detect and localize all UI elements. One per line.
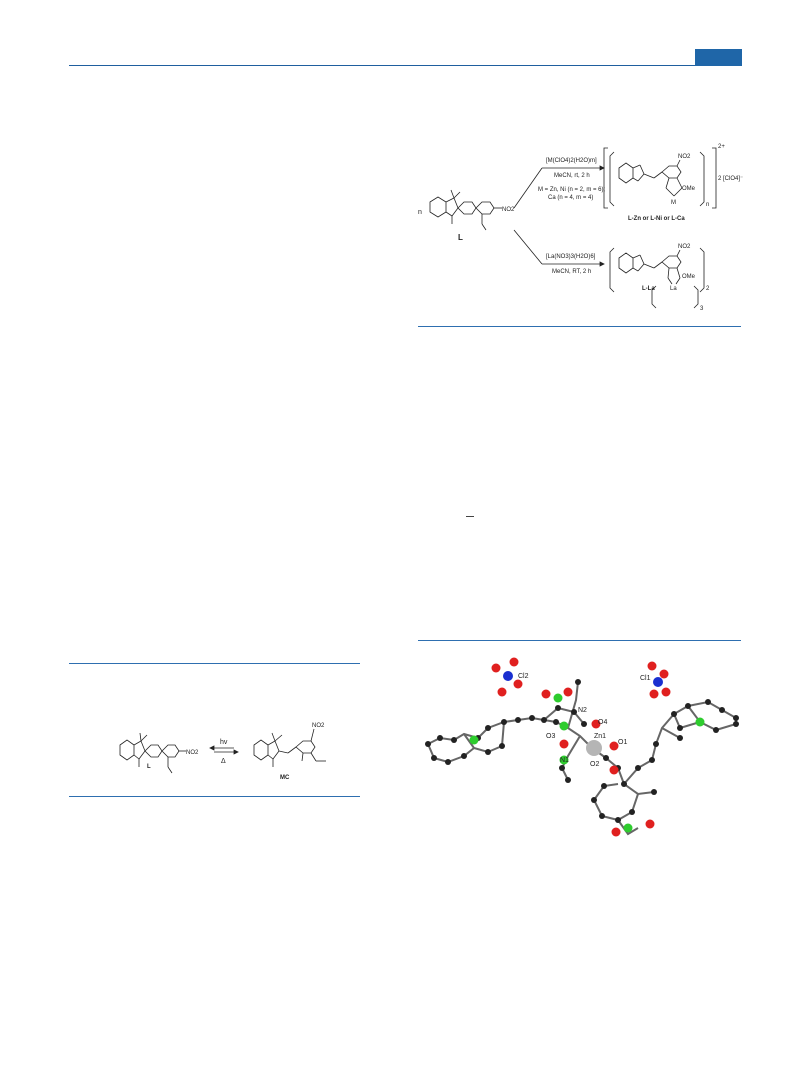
arrow1-note-2: Ca (n = 4, m = 4) — [548, 195, 593, 201]
arrow2-conditions: MeCN, RT, 2 h — [552, 269, 591, 275]
complexation-scheme: n NO2 L [M(ClO4)2(H2O)m] MeCN, rt, 2 h M… — [418, 144, 743, 312]
product1-no2: NO2 — [678, 154, 691, 160]
atom-n1: N1 — [560, 757, 569, 764]
atom-o3: O3 — [546, 733, 555, 740]
atom-o2: O2 — [590, 761, 599, 768]
label-L: L — [147, 764, 151, 770]
product1-label: L-Zn or L-Ni or L-Ca — [628, 216, 685, 222]
atom-cl1: Cl1 — [640, 675, 651, 682]
mc-no2: NO2 — [312, 723, 325, 729]
product2-no2: NO2 — [678, 244, 691, 250]
ligand-no2: NO2 — [502, 207, 515, 213]
atom-o4: O4 — [598, 719, 607, 726]
text-dash — [466, 516, 474, 517]
product2-metal: La — [670, 286, 677, 292]
ligand-label: L — [458, 233, 463, 242]
atom-o1: O1 — [618, 739, 627, 746]
arrow1-note-1: M = Zn, Ni (n = 2, m = 6); — [538, 187, 606, 193]
atom-zn1: Zn1 — [594, 733, 606, 740]
atom-n2: N2 — [578, 707, 587, 714]
label-MC: MC — [280, 775, 290, 781]
arrow1-reagent: [M(ClO4)2(H2O)m] — [546, 158, 597, 164]
header-rule — [69, 65, 742, 66]
photo-no2: NO2 — [186, 750, 199, 756]
prefix-n: n — [418, 209, 422, 216]
product1-counterion: 2 [ClO4]⁻ — [718, 176, 743, 182]
photo-scheme-top-rule — [69, 663, 360, 664]
product1-subscript: n — [706, 202, 709, 208]
photochromism-scheme: NO2 NO2 hv Δ L MC — [119, 723, 326, 781]
figure-top-rule — [418, 640, 741, 641]
product2-sub3: 3 — [700, 306, 704, 312]
arrow-hv: hv — [220, 739, 228, 746]
arrow2-reagent: [La(NO3)3(H2O)6] — [546, 254, 596, 260]
photo-scheme-bottom-rule — [69, 796, 360, 797]
atom-cl2: Cl2 — [518, 673, 529, 680]
scheme-bottom-rule — [418, 326, 741, 327]
crystal-structure: Cl2 Cl1 N2 O4 O3 Zn1 O1 N1 O2 — [425, 657, 739, 837]
product2-ome: OMe — [682, 274, 696, 280]
product1-charge: 2+ — [718, 144, 725, 150]
arrow1-conditions: MeCN, rt, 2 h — [554, 173, 590, 179]
product1-ome: OMe — [682, 186, 696, 192]
arrow-delta: Δ — [221, 758, 226, 765]
product2-label: L-La — [642, 286, 655, 292]
product1-metal: M — [671, 200, 676, 206]
header-tab — [695, 49, 742, 66]
product2-sub2: 2 — [706, 286, 710, 292]
